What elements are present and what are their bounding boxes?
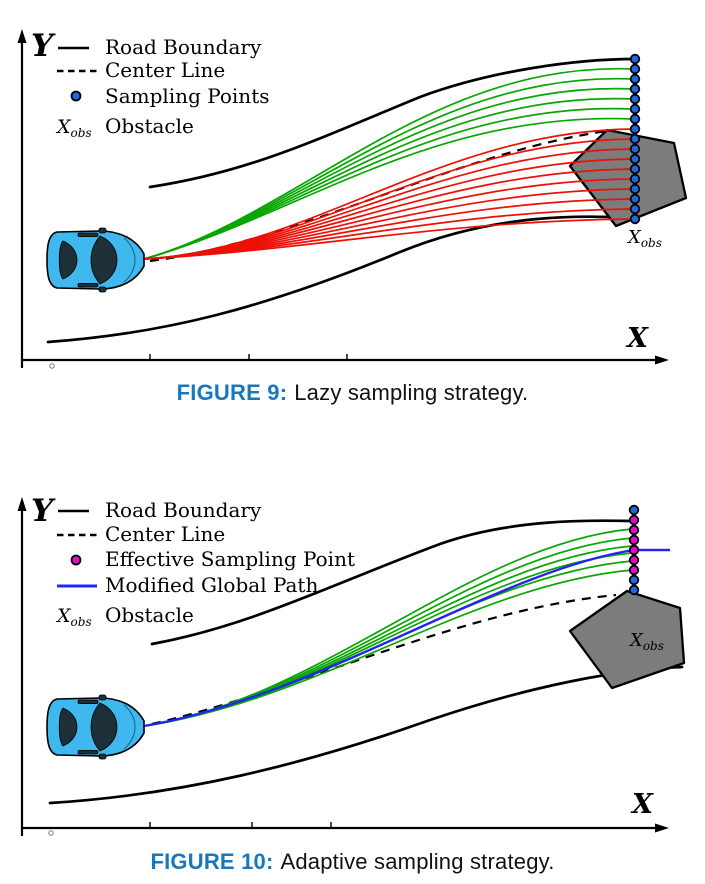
sampling-point <box>629 203 641 215</box>
red-trajectory <box>143 218 634 260</box>
origin-mark <box>49 363 55 369</box>
sampling-point <box>629 193 641 205</box>
sampling-points <box>628 504 640 596</box>
legend-label: Effective Sampling Point <box>105 547 355 571</box>
legend-label: Road Boundary <box>105 35 262 59</box>
sampling-point <box>628 564 640 576</box>
figure10-legend: Road Boundary Center Line Effective Samp… <box>55 498 355 629</box>
sampling-point <box>628 574 640 586</box>
ego-car <box>46 694 145 760</box>
sampling-point <box>628 554 640 566</box>
legend-label: Modified Global Path <box>105 573 318 597</box>
road-boundary-upper <box>150 519 634 646</box>
y-axis-label: Y <box>31 493 56 529</box>
figure9-caption-text: Lazy sampling strategy. <box>294 380 529 405</box>
figure10-caption-text: Adaptive sampling strategy. <box>280 849 555 874</box>
effective-sampling-point-legend-marker <box>70 554 82 566</box>
sampling-point <box>629 73 641 85</box>
center-line <box>151 593 617 726</box>
sampling-point <box>628 514 640 526</box>
legend-label: Obstacle <box>105 114 194 138</box>
sampling-point <box>629 143 641 155</box>
figure9-caption-label: FIGURE 9: <box>176 380 288 405</box>
obstacle-pentagon <box>568 589 686 690</box>
sampling-point <box>629 173 641 185</box>
legend-label: Road Boundary <box>105 498 262 522</box>
y-axis-label: Y <box>31 28 56 64</box>
sampling-point <box>628 584 640 596</box>
figure10-caption: FIGURE 10:Adaptive sampling strategy. <box>0 849 705 875</box>
red-trajectories <box>143 128 634 260</box>
x-axis-label: X <box>630 789 654 820</box>
sampling-point <box>629 163 641 175</box>
sampling-point <box>629 103 641 115</box>
green-trajectory <box>143 569 633 727</box>
sampling-point <box>628 504 640 516</box>
figure9-diagram: Y X Road Boundary Center Line Sampling P… <box>17 28 688 369</box>
sampling-point <box>629 183 641 195</box>
sampling-point <box>629 133 641 145</box>
legend-label: Sampling Points <box>105 84 270 108</box>
legend-label: Obstacle <box>105 603 194 627</box>
road-boundary-lower <box>46 215 638 344</box>
sampling-point-legend-marker <box>70 90 82 102</box>
obstacle-label: Xobs <box>628 630 664 653</box>
sampling-point <box>629 153 641 165</box>
x-axis-arrow <box>655 823 669 833</box>
sampling-point <box>628 534 640 546</box>
x-axis-ticks <box>149 822 332 828</box>
legend-label: Center Line <box>105 58 225 82</box>
figure9-caption: FIGURE 9:Lazy sampling strategy. <box>0 380 705 406</box>
modified-global-path <box>143 548 670 728</box>
x-axis-label: X <box>625 323 649 354</box>
road-boundary-lower <box>48 665 684 805</box>
sampling-point <box>629 213 641 225</box>
sampling-point <box>629 63 641 75</box>
x-axis-arrow <box>655 355 669 365</box>
obstacle-pentagon <box>568 128 688 228</box>
center-line <box>149 128 615 263</box>
sampling-point <box>629 83 641 95</box>
sampling-point <box>629 53 641 65</box>
x-axis-ticks <box>149 354 348 360</box>
obstacle-legend-marker: Xobs <box>55 116 92 140</box>
obstacle-legend-marker: Xobs <box>55 605 92 629</box>
y-axis-arrow <box>17 497 27 511</box>
sampling-point <box>629 123 641 135</box>
legend-label: Center Line <box>105 522 225 546</box>
green-trajectory <box>143 117 634 260</box>
modified-global-path-line <box>143 548 670 728</box>
y-axis-arrow <box>17 29 27 43</box>
sampling-points <box>629 53 641 225</box>
figure9-legend: Road Boundary Center Line Sampling Point… <box>55 35 270 140</box>
sampling-point <box>629 93 641 105</box>
figure10-caption-label: FIGURE 10: <box>150 849 274 874</box>
road-boundary-upper <box>148 57 637 189</box>
green-trajectories <box>143 67 634 260</box>
sampling-point <box>628 524 640 536</box>
obstacle-label: Xobs <box>626 227 662 250</box>
origin-mark <box>48 830 54 836</box>
sampling-point <box>628 544 640 556</box>
sampling-point <box>629 113 641 125</box>
